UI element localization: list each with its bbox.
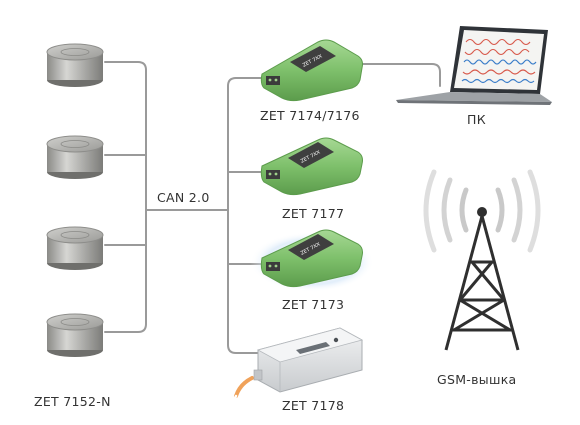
sensor-4 — [46, 313, 104, 357]
pc-label: ПК — [467, 112, 486, 127]
device-label-zet-7173: ZET 7173 — [282, 297, 345, 312]
tower-label: GSM-вышка — [437, 372, 517, 387]
sensor-3 — [46, 226, 104, 270]
sensor-4-link — [104, 323, 147, 333]
bus-label: CAN 2.0 — [157, 190, 210, 205]
laptop-icon — [396, 26, 552, 105]
device-label-zet-7174: ZET 7174/7176 — [260, 108, 360, 123]
device-label-zet-7177: ZET 7177 — [282, 206, 345, 221]
module-zet-7177: ZET 7XX — [260, 137, 363, 196]
device-label-zet-7178: ZET 7178 — [282, 398, 345, 413]
sensor-group-label: ZET 7152-N — [34, 394, 111, 409]
signal-waves — [423, 169, 541, 253]
gsm-tower-icon — [423, 169, 541, 351]
pc-link — [357, 63, 441, 87]
device-trunk — [227, 77, 259, 354]
sensor-2 — [46, 135, 104, 179]
connection-lines — [104, 61, 441, 354]
sensor-1 — [46, 43, 104, 87]
module-zet-7174: ZET 7XX — [260, 39, 363, 102]
device-zet-7178 — [230, 327, 364, 406]
module-zet-7173: ZET 7XX — [250, 229, 374, 292]
laptop-screen-waveforms — [461, 38, 537, 84]
sensor-1-link — [104, 61, 147, 71]
